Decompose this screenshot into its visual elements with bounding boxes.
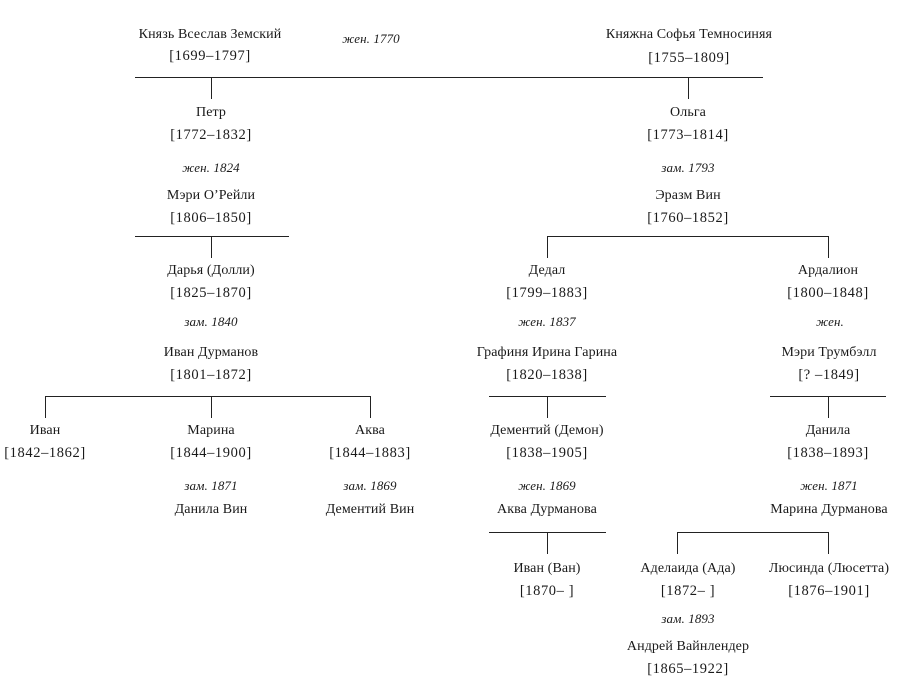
marriage-line-gen1 bbox=[135, 77, 763, 78]
marriage-label-dedal: жен. 1837 bbox=[518, 314, 576, 329]
person-dates-darya: [1825–1870] bbox=[170, 285, 252, 301]
person-name-vseslav: Князь Всеслав Земский bbox=[138, 27, 282, 42]
person-name-dementiy: Дементий (Демон) bbox=[490, 423, 604, 438]
person-dates-irina-garina: [1820–1838] bbox=[506, 367, 588, 383]
person-dates-petr: [1772–1832] bbox=[170, 127, 252, 143]
person-dates-van: [1870– ] bbox=[519, 583, 575, 599]
person-name-ivan-durmanov: Иван Дурманов bbox=[163, 345, 259, 360]
marriage-line-petr bbox=[135, 236, 289, 237]
person-name-marina-durmanova: Марина Дурманова bbox=[770, 502, 888, 517]
person-name-irina-garina: Графиня Ирина Гарина bbox=[476, 345, 618, 360]
person-name-darya: Дарья (Долли) bbox=[167, 263, 255, 278]
connector-ivan bbox=[45, 397, 46, 418]
marriage-label-darya: зам. 1840 bbox=[184, 314, 238, 329]
marriage-label-gen1: жен. 1770 bbox=[342, 31, 400, 46]
person-name-ivan: Иван bbox=[29, 423, 61, 438]
person-name-mary-oreilly: Мэри О’Рейли bbox=[166, 188, 256, 203]
marriage-label-petr: жен. 1824 bbox=[182, 160, 240, 175]
person-name-olga: Ольга bbox=[670, 105, 706, 120]
connector-ada bbox=[677, 533, 678, 554]
connector-darya bbox=[211, 237, 212, 258]
connector-danila bbox=[828, 397, 829, 418]
marriage-line-dedal bbox=[489, 396, 606, 397]
connector-van bbox=[547, 533, 548, 554]
connector-ardalion bbox=[828, 237, 829, 258]
person-dates-olga: [1773–1814] bbox=[647, 127, 729, 143]
person-dates-sofya: [1755–1809] bbox=[648, 50, 730, 66]
person-name-danila-vin: Данила Вин bbox=[174, 502, 248, 517]
person-dates-ardalion: [1800–1848] bbox=[787, 285, 869, 301]
person-name-lucette: Люсинда (Люсетта) bbox=[768, 561, 890, 576]
marriage-line-ardalion bbox=[770, 396, 886, 397]
marriage-label-marina: зам. 1871 bbox=[184, 478, 238, 493]
connector-akva bbox=[370, 397, 371, 418]
marriage-line-darya bbox=[45, 396, 371, 397]
person-dates-akva: [1844–1883] bbox=[329, 445, 411, 461]
marriage-line-dementiy bbox=[489, 532, 606, 533]
person-name-sofya: Княжна Софья Темносиняя bbox=[605, 27, 773, 42]
connector-dedal bbox=[547, 237, 548, 258]
person-name-akva: Аква bbox=[355, 423, 385, 438]
person-dates-erazm: [1760–1852] bbox=[647, 210, 729, 226]
marriage-label-akva: зам. 1869 bbox=[343, 478, 397, 493]
person-name-marina: Марина bbox=[187, 423, 235, 438]
person-dates-mary-trumbull: [? –1849] bbox=[798, 367, 860, 383]
person-name-akva-durmanova: Аква Дурманова bbox=[497, 502, 597, 517]
person-dates-vseslav: [1699–1797] bbox=[169, 48, 251, 64]
marriage-line-olga bbox=[547, 236, 829, 237]
marriage-line-danila bbox=[677, 532, 829, 533]
person-name-van: Иван (Ван) bbox=[513, 561, 581, 576]
person-name-ada: Аделаида (Ада) bbox=[640, 561, 736, 576]
person-dates-ada: [1872– ] bbox=[660, 583, 716, 599]
person-dates-lucette: [1876–1901] bbox=[788, 583, 870, 599]
person-name-mary-trumbull: Мэри Трумбэлл bbox=[781, 345, 877, 360]
person-dates-danila: [1838–1893] bbox=[787, 445, 869, 461]
marriage-label-olga: зам. 1793 bbox=[661, 160, 715, 175]
person-name-danila: Данила bbox=[805, 423, 851, 438]
connector-petr bbox=[211, 78, 212, 99]
person-name-ardalion: Ардалион bbox=[797, 263, 859, 278]
marriage-label-ardalion: жен. bbox=[816, 314, 844, 329]
person-name-erazm: Эразм Вин bbox=[655, 188, 721, 203]
connector-marina bbox=[211, 397, 212, 418]
connector-olga bbox=[688, 78, 689, 99]
connector-dementiy bbox=[547, 397, 548, 418]
person-dates-ivan-durmanov: [1801–1872] bbox=[170, 367, 252, 383]
marriage-label-danila: жен. 1871 bbox=[800, 478, 858, 493]
person-dates-dementiy: [1838–1905] bbox=[506, 445, 588, 461]
marriage-label-ada: зам. 1893 bbox=[661, 611, 715, 626]
person-name-andrey-vinelander: Андрей Вайнлендер bbox=[626, 639, 750, 654]
person-name-dedal: Дедал bbox=[528, 263, 566, 278]
person-dates-marina: [1844–1900] bbox=[170, 445, 252, 461]
person-name-dementiy-vin: Дементий Вин bbox=[325, 502, 415, 517]
connector-lucette bbox=[828, 533, 829, 554]
marriage-label-dementiy: жен. 1869 bbox=[518, 478, 576, 493]
person-dates-mary-oreilly: [1806–1850] bbox=[170, 210, 252, 226]
person-name-petr: Петр bbox=[195, 105, 227, 120]
person-dates-dedal: [1799–1883] bbox=[506, 285, 588, 301]
person-dates-andrey-vinelander: [1865–1922] bbox=[647, 661, 729, 677]
person-dates-ivan: [1842–1862] bbox=[4, 445, 86, 461]
